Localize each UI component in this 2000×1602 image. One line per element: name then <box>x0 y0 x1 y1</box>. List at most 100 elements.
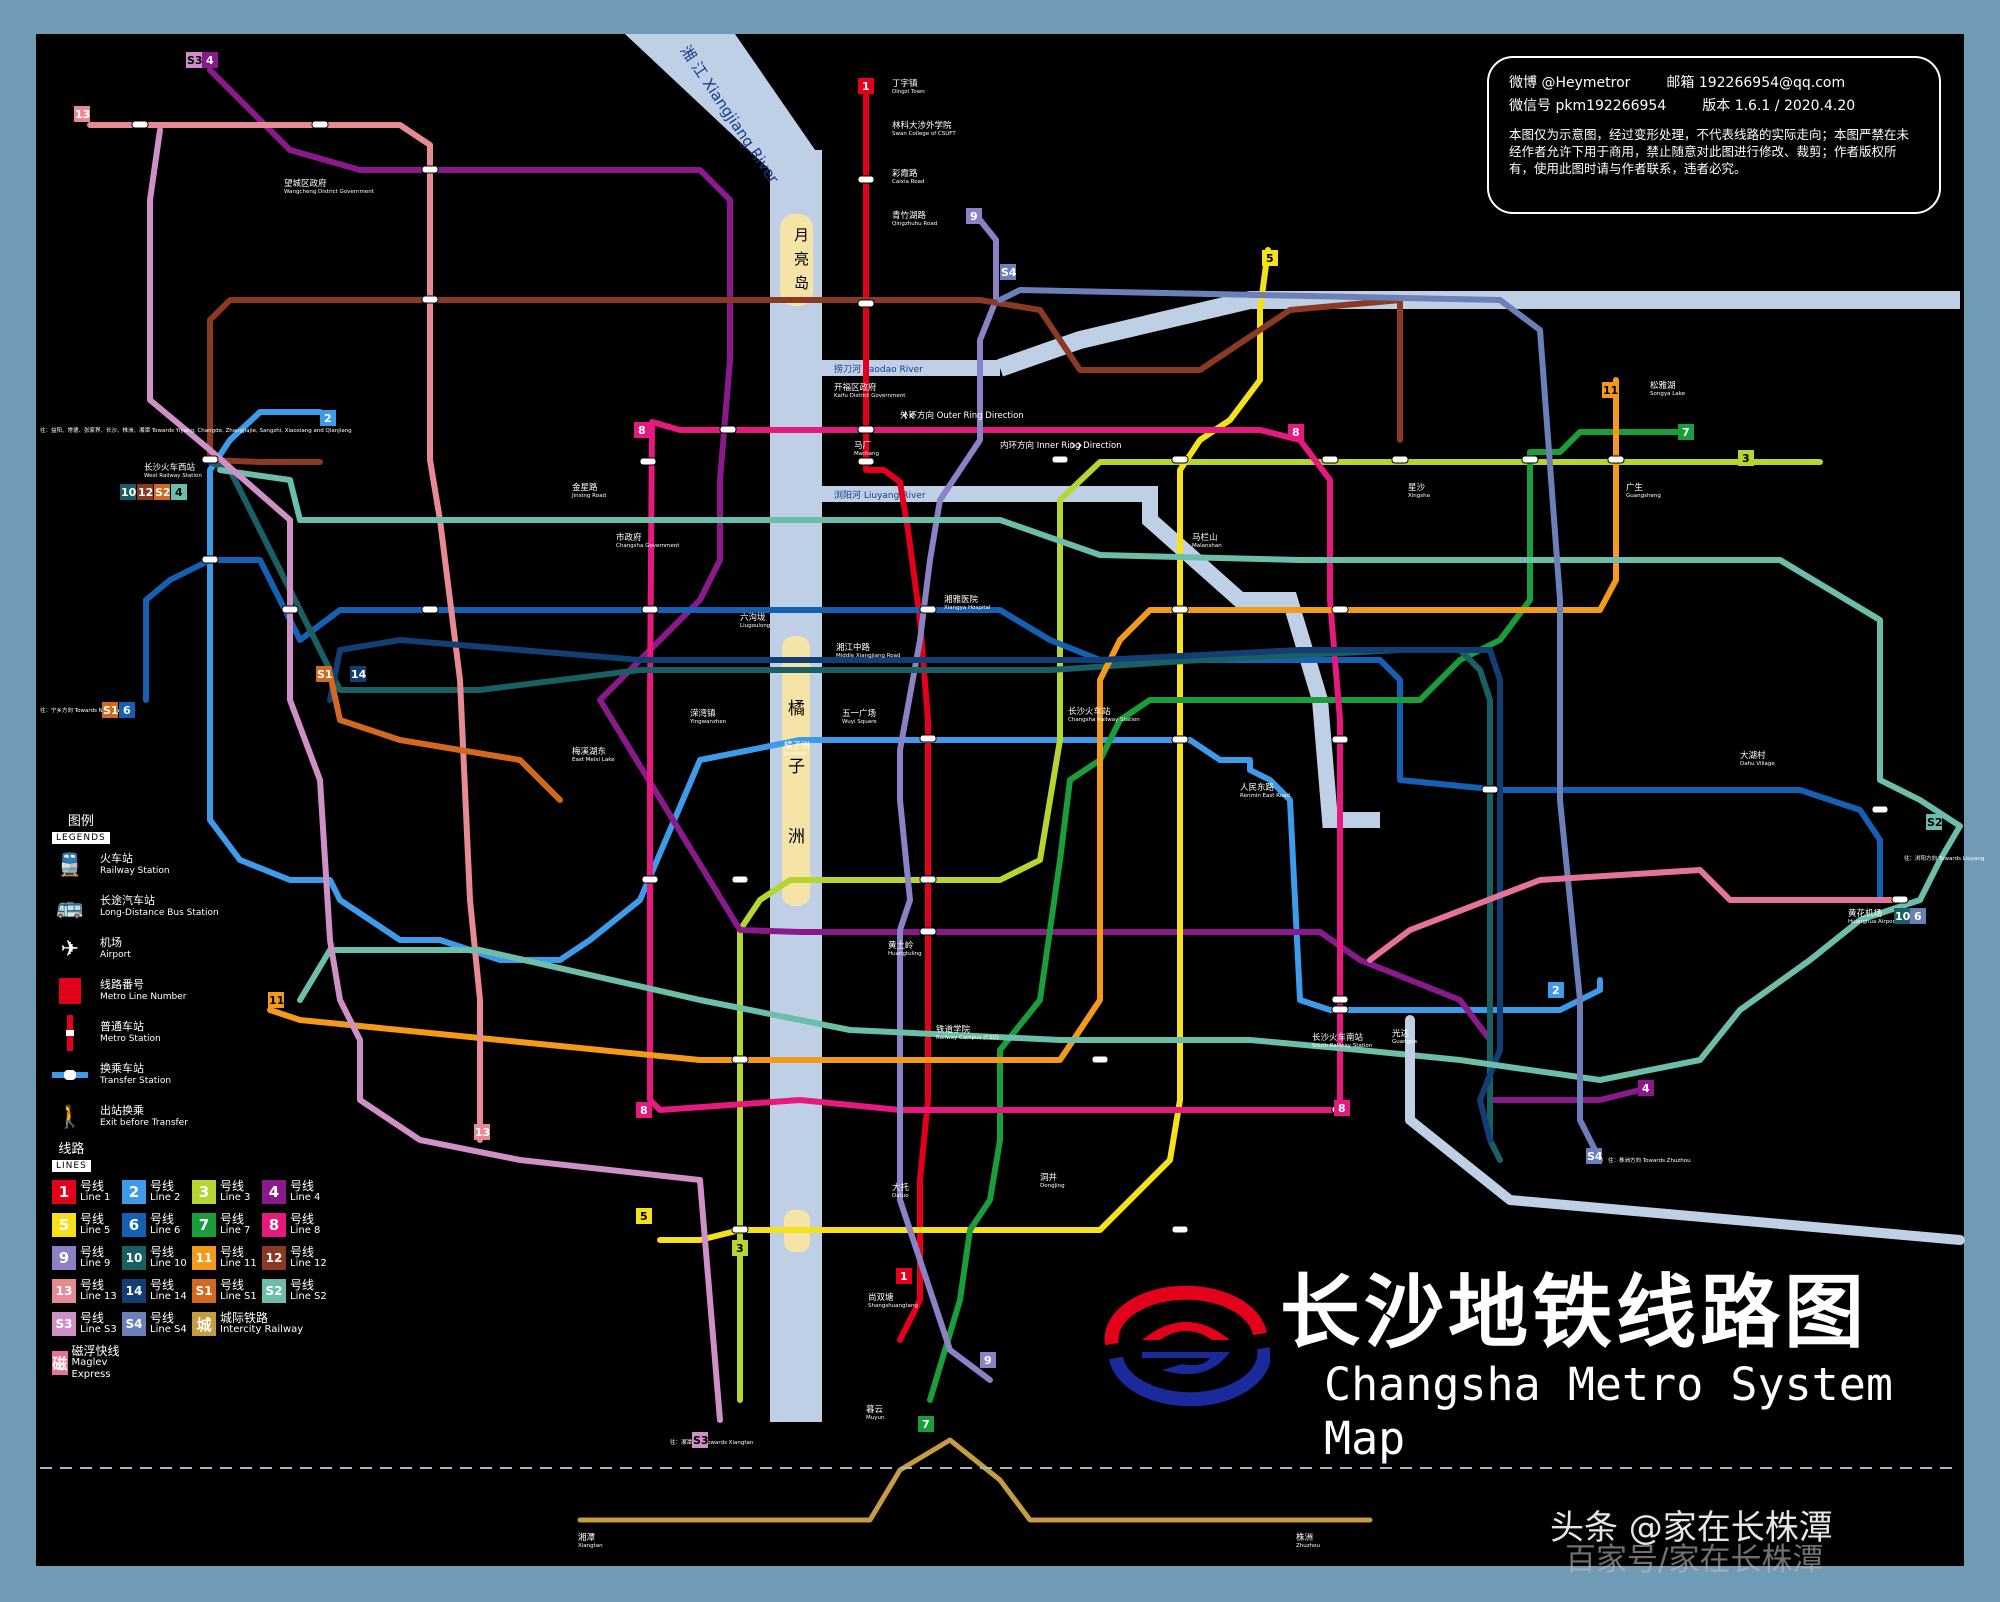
line-number-badge: 2 <box>122 1180 146 1204</box>
maglev-path <box>1367 867 1903 963</box>
line-6-path <box>143 557 1883 903</box>
svg-text:1: 1 <box>862 80 870 93</box>
station-label-en: Datuo <box>892 1193 909 1199</box>
station-marker <box>1481 785 1499 794</box>
svg-text:10: 10 <box>1895 910 1911 923</box>
station-label: 暮云 <box>866 1404 884 1415</box>
station-label-en: Xiangtan <box>578 1543 603 1549</box>
line-13-path <box>87 122 483 1143</box>
svg-text:11: 11 <box>269 994 284 1007</box>
station-label-en: West Railway Station <box>144 473 202 479</box>
station-label: 青竹湖路 <box>892 210 927 221</box>
station-label: 彩霞路 <box>892 168 918 179</box>
station-label-en: Muyun <box>866 1415 885 1421</box>
station-marker <box>1331 735 1349 744</box>
svg-text:7: 7 <box>1682 426 1690 439</box>
transfer-station-icon <box>52 1059 88 1091</box>
line-number-badge: 城 <box>192 1312 216 1336</box>
station-label: 株洲 <box>1296 1532 1313 1543</box>
svg-text:14: 14 <box>351 668 367 681</box>
line-number-badge: 10 <box>122 1246 146 1270</box>
line-4-badge-east <box>1638 1080 1654 1096</box>
station-marker <box>1391 455 1409 464</box>
station-marker <box>857 425 875 434</box>
station-marker <box>1331 995 1349 1004</box>
station-label: 星沙 <box>1408 483 1426 493</box>
line-7-badge-south <box>918 1416 934 1432</box>
airport-icon: ✈ <box>60 936 80 962</box>
line-number-badge: 8 <box>262 1213 286 1237</box>
line-number-badge: 11 <box>192 1246 216 1270</box>
line-9-badge-south <box>980 1352 996 1368</box>
station-marker <box>919 605 937 614</box>
line-5-path <box>657 247 1271 1243</box>
station-label-en: Changsha Government <box>616 543 680 549</box>
line-label-en: Maglev Express <box>71 1357 111 1380</box>
station-label: 湘江中路 <box>836 642 871 653</box>
direction-label-xiangtan: 往：湘潭方向 Towards Xiangtan <box>670 1438 754 1446</box>
line-number-badge: 磁 <box>52 1351 68 1375</box>
line-6-badge <box>119 702 135 718</box>
line-4-path <box>207 67 1643 1103</box>
svg-text:亮: 亮 <box>794 250 809 268</box>
station-label-en: Qingzhuhu Road <box>892 221 937 227</box>
station-label: 铁道学院 <box>936 1024 971 1035</box>
station-label: 五一广场 <box>842 708 876 719</box>
svg-text:8: 8 <box>638 424 646 437</box>
station-label-en: Huangtuling <box>888 951 922 957</box>
station-label-en: Guangda <box>1392 1039 1417 1045</box>
legend-item-label-en: Railway Station <box>100 866 170 876</box>
line-label-en: Intercity Railway <box>220 1324 304 1335</box>
line-label: 号线 <box>150 1212 175 1226</box>
station-label-en: Shangshuangtang <box>868 1303 918 1309</box>
station-marker <box>731 875 749 884</box>
station-label-en: Wangcheng District Government <box>284 189 375 195</box>
direction-label-ningxiang: 往：宁乡方向 Towards Ningxiang <box>40 706 126 714</box>
legend-item-label: 换乘车站 <box>100 1062 144 1075</box>
station-label-en: Railway Campus (CSU) <box>936 1035 999 1041</box>
station-marker <box>857 457 875 466</box>
station-label: 人民东路 <box>1240 782 1275 793</box>
svg-text:9: 9 <box>970 210 978 223</box>
svg-text:S1: S1 <box>103 704 119 717</box>
direction-label-west: 往：益阳、常德、张家界、长沙、株洲、湘潭 Towards Yiyang, Cha… <box>40 426 352 434</box>
station-label: 开福区政府 <box>834 382 877 393</box>
station-label-en: Caixia Road <box>892 179 924 185</box>
line-number-badge: 12 <box>262 1246 286 1270</box>
liuyang-label: 浏阳河 Liuyang River <box>834 489 926 501</box>
station-marker <box>1171 455 1189 464</box>
map-frame <box>36 34 1964 1566</box>
station-label-en: Dahu Village <box>1740 761 1775 767</box>
station-label: 光达 <box>1392 1028 1410 1039</box>
line-1-badge-south <box>896 1268 912 1284</box>
outer-arrow-icon: ‹‹ <box>902 405 915 424</box>
email-text: 邮箱 192266954@qq.com <box>1666 75 1846 91</box>
line-S1-path <box>327 671 563 803</box>
line-number-badge: 1 <box>52 1180 76 1204</box>
line-number-badge: 6 <box>122 1213 146 1237</box>
island-juzi-label: 橘 <box>788 699 805 719</box>
line-label: 号线 <box>220 1278 245 1292</box>
line-8-badge-south <box>1334 1100 1350 1116</box>
lines-heading: 线路 LINES <box>52 1142 91 1172</box>
station-labels: 丁字镇 Dingzi Town 林科大涉外学院 Swan College of … <box>144 78 1898 1549</box>
version-text: 版本 1.6.1 / 2020.4.20 <box>1702 98 1856 114</box>
line-number-badge: 14 <box>122 1279 146 1303</box>
line-11-badge <box>1602 382 1618 398</box>
line-number-icon <box>59 978 81 1004</box>
line-9-badge <box>966 208 982 224</box>
line-14-badge <box>350 666 366 682</box>
